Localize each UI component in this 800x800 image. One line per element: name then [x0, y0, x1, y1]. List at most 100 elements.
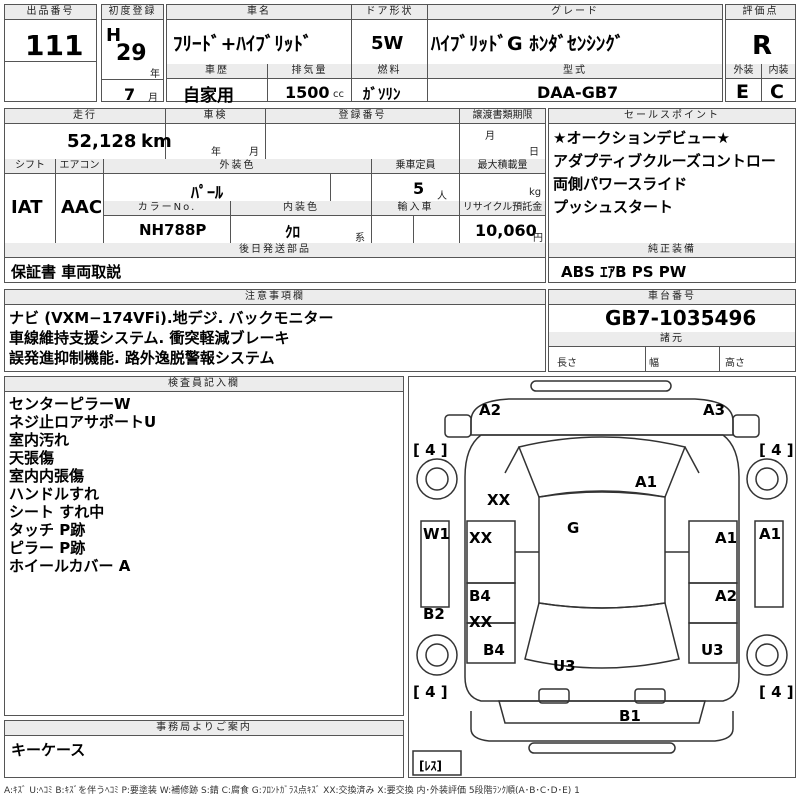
lot-box: 出品番号 111 [4, 4, 97, 102]
person-unit: 人 [437, 191, 447, 202]
tire-front-left: [ 4 ] [413, 441, 448, 459]
sales-label: セールスポイント [549, 109, 795, 124]
transfer-day-unit: 日 [529, 147, 539, 158]
caution-line-1: ナビ (VXM−174VFi).地デジ. バックモニター [9, 309, 334, 327]
caution-box: 注意事項欄 ナビ (VXM−174VFi).地デジ. バックモニター 車線維持支… [4, 289, 546, 372]
kg-unit: kg [529, 187, 542, 198]
displacement-label: 排気量 [267, 64, 351, 79]
model-value: DAA-GB7 [537, 83, 619, 102]
equip-label: 純正装備 [549, 243, 795, 258]
tire-rear-left: [ 4 ] [413, 683, 448, 701]
door-value: 5W [371, 33, 404, 54]
recycle-value: 10,060 [475, 221, 537, 240]
series-unit: 系 [355, 233, 365, 244]
insp-month-unit: 月 [249, 147, 259, 158]
inspection-label: 車検 [165, 109, 265, 124]
inspector-line-1: センターピラーW [9, 395, 131, 413]
color-value: ﾊﾟｰﾙ [191, 183, 224, 202]
inspector-line-9: ピラー P跡 [9, 539, 86, 557]
inspector-line-3: 室内汚れ [9, 431, 70, 449]
mark-a2-right-rear-door: A2 [715, 587, 738, 605]
mark-xx-left-rear: XX [469, 613, 493, 631]
chassis-box: 車台番号 GB7-1035496 諸元 長さ 幅 高さ [548, 289, 796, 372]
exterior-label: 外装 [726, 64, 761, 79]
sales-line-1: ★オークションデビュー★ [553, 129, 730, 147]
spec-label: 諸元 [549, 332, 795, 347]
tire-front-right: [ 4 ] [759, 441, 794, 459]
inspector-line-4: 天張傷 [9, 449, 55, 467]
grade-label: グレード [427, 5, 722, 20]
sales-line-3: 両側パワースライド [553, 175, 688, 193]
main-info-box: 車名 ドア形状 グレード ﾌﾘｰﾄﾞ+ﾊｲﾌﾞﾘｯﾄﾞ 5W ﾊｲﾌﾞﾘｯﾄﾞG… [166, 4, 723, 106]
yen-unit: 円 [533, 233, 543, 244]
chassis-value: GB7-1035496 [605, 306, 757, 330]
history-label: 車歴 [167, 64, 267, 79]
first-reg-label: 初度登録 [102, 5, 163, 20]
height-label: 高さ [725, 358, 745, 369]
mark-xx-left-door: XX [469, 529, 493, 547]
transfer-label: 譲渡書類期限 [459, 109, 545, 124]
ac-label: エアコン [55, 159, 103, 174]
mark-b4-left-rear-door: B4 [469, 587, 491, 605]
sales-box: セールスポイント ★オークションデビュー★ アダプティブクルーズコントロー 両側… [548, 108, 796, 283]
score-value: R [752, 31, 773, 61]
mark-a1-right-door: A1 [715, 529, 738, 547]
lot-no-value: 111 [25, 29, 84, 62]
mark-b1-rear-bumper: B1 [619, 707, 641, 725]
inspector-line-7: シート すれ中 [9, 503, 105, 521]
exterior-grade: E [736, 81, 749, 103]
year-value: 29 [116, 41, 147, 66]
lot-no-label: 出品番号 [5, 5, 96, 20]
mark-b2-left: B2 [423, 605, 445, 623]
year-unit: 年 [150, 69, 160, 80]
interior-grade: C [770, 81, 784, 103]
office-label: 事務局よりご案内 [5, 721, 403, 736]
cc-unit: cc [333, 89, 344, 100]
inspector-line-5: 室内内張傷 [9, 467, 85, 485]
displacement-value: 1500 [285, 83, 330, 102]
era-value: H [106, 25, 122, 46]
shift-label: シフト [5, 159, 55, 174]
tire-rear-right: [ 4 ] [759, 683, 794, 701]
mileage-label: 走行 [5, 109, 165, 124]
mark-a1-roof: A1 [635, 473, 658, 491]
mark-b4-left-wheel: B4 [483, 641, 505, 659]
reg-label: 登録番号 [265, 109, 459, 124]
int-color-label: 内装色 [230, 201, 371, 216]
fuel-value: ｶﾞｿﾘﾝ [363, 85, 401, 103]
mileage-value: 52,128 [67, 131, 137, 152]
fuel-label: 燃料 [351, 64, 427, 79]
width-label: 幅 [649, 358, 659, 369]
legend-text: A:ｷｽﾞ U:ﾍｺﾐ B:ｷｽﾞを伴うﾍｺﾐ P:要塗装 W:補修跡 S:錆 … [4, 786, 580, 796]
car-diagram-box: [ 4 ] [ 4 ] [ 4 ] [ 4 ] [ﾚｽ] A2 A3 XX A1… [408, 376, 796, 778]
sales-line-2: アダプティブクルーズコントロー [553, 152, 776, 170]
inspector-line-6: ハンドルすれ [9, 485, 100, 503]
recycle-label: リサイクル預託金 [459, 201, 545, 216]
capacity-label: 乗車定員 [371, 159, 459, 174]
model-label: 型式 [427, 64, 722, 79]
month-value: 7 [124, 85, 136, 104]
office-box: 事務局よりご案内 キーケース [4, 720, 404, 778]
mark-a3-front-right: A3 [703, 401, 726, 419]
inspector-line-8: タッチ P跡 [9, 521, 86, 539]
length-label: 長さ [557, 358, 577, 369]
month-unit: 月 [148, 93, 158, 104]
car-name-label: 車名 [167, 5, 351, 20]
history-value: 自家用 [183, 86, 234, 106]
load-label: 最大積載量 [459, 159, 545, 174]
spare-tire-label: [ﾚｽ] [419, 759, 442, 773]
later-label: 後日発送部品 [5, 243, 545, 258]
color-label: 外装色 [103, 159, 371, 174]
insp-year-unit: 年 [211, 147, 221, 158]
caution-label: 注意事項欄 [5, 290, 545, 305]
grade-value: ﾊｲﾌﾞﾘｯﾄﾞG ﾎﾝﾀﾞｾﾝｼﾝｸﾞ [431, 33, 625, 55]
details-box: 走行 車検 登録番号 譲渡書類期限 52,128 km 年 月 月 日 シフト … [4, 108, 546, 283]
caution-line-3: 誤発進抑制機能. 路外逸脱警報システム [9, 349, 275, 367]
inspector-line-10: ホイールカバー A [9, 557, 131, 575]
score-box: 評価点 R 外装 内装 E C [725, 4, 796, 103]
capacity-value: 5 [413, 179, 425, 198]
import-label: 輸入車 [371, 201, 459, 216]
equip-value: ABS ｴｱB PS PW [561, 263, 687, 281]
office-value: キーケース [11, 741, 86, 759]
inspector-label: 検査員記入欄 [5, 377, 403, 392]
